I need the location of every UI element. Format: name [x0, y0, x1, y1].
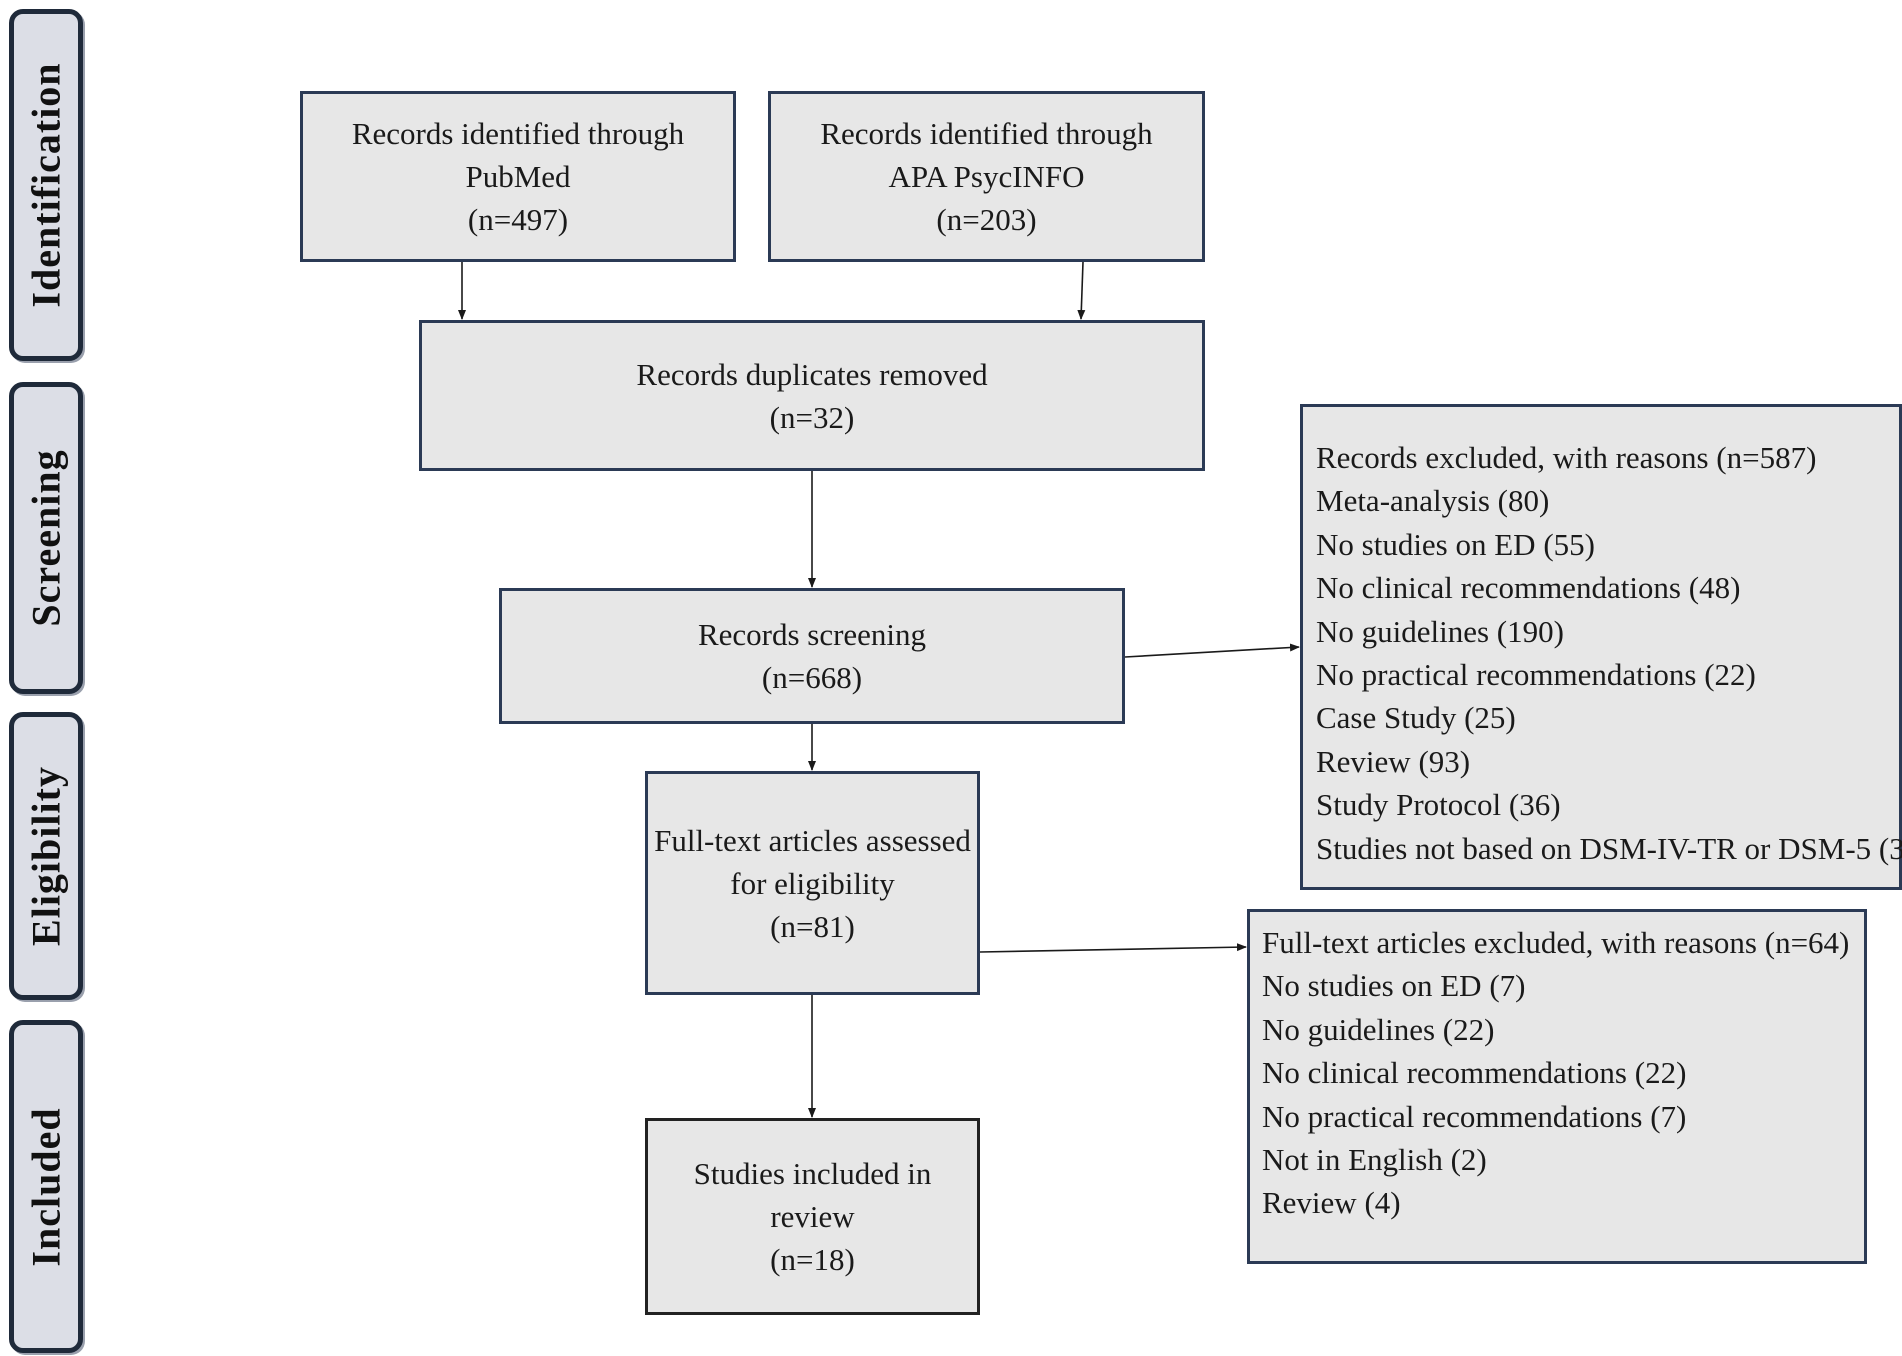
records-excluded-item: No studies on ED (55) — [1316, 526, 1595, 562]
duplicates-removed-label: Records duplicates removed — [636, 356, 988, 392]
fulltext-excluded-item: No practical recommendations (7) — [1262, 1098, 1687, 1134]
fulltext-excluded-item: No studies on ED (7) — [1262, 968, 1526, 1004]
psycinfo-records-box: Records identified through APA PsycINFO … — [768, 91, 1205, 262]
phase-identification-label: Identification — [23, 62, 69, 308]
pubmed-records-box: Records identified through PubMed (n=497… — [300, 91, 736, 262]
records-excluded-item: Study Protocol (36) — [1316, 787, 1561, 823]
fulltext-assessed-count: (n=81) — [770, 908, 855, 944]
psycinfo-records-count: (n=203) — [936, 202, 1037, 237]
phase-included: Included — [9, 1020, 83, 1353]
arrow-fulltext-to-fulltext-excluded — [979, 943, 1247, 953]
phase-eligibility-label: Eligibility — [23, 766, 69, 946]
studies-included-box: Studies included in review (n=18) — [645, 1118, 980, 1315]
phase-included-label: Included — [23, 1106, 69, 1267]
fulltext-excluded-item: No clinical recommendations (22) — [1262, 1055, 1687, 1091]
records-excluded-item: Case Study (25) — [1316, 700, 1516, 736]
psycinfo-records-label: Records identified through — [820, 116, 1153, 151]
records-excluded-box: Records excluded, with reasons (n=587) M… — [1300, 404, 1902, 890]
records-screening-count: (n=668) — [761, 660, 863, 695]
studies-included-label: Studies included in review — [693, 1156, 932, 1234]
fulltext-excluded-item: Review (4) — [1262, 1185, 1401, 1221]
duplicates-removed-count: (n=32) — [769, 399, 855, 435]
fulltext-assessed-label-cont: for eligibility — [730, 865, 895, 901]
records-excluded-item: Records excluded, with reasons (n=587) — [1316, 440, 1817, 475]
arrow-psycinfo-to-duplicates — [1077, 261, 1086, 320]
records-screening-label: Records screening — [697, 617, 927, 652]
arrow-screening-to-records-excluded — [1124, 643, 1300, 658]
studies-included-count: (n=18) — [770, 1242, 855, 1277]
phase-screening-label: Screening — [23, 449, 69, 627]
fulltext-excluded-box: Full-text articles excluded, with reason… — [1247, 909, 1867, 1264]
fulltext-excluded-item: No guidelines (22) — [1262, 1011, 1495, 1047]
fulltext-assessed-box: Full-text articles assessed for eligibil… — [645, 771, 980, 995]
records-excluded-item: No clinical recommendations (48) — [1316, 570, 1741, 606]
phase-eligibility: Eligibility — [9, 712, 83, 1000]
records-excluded-item: Studies not based on DSM-IV-TR or DSM-5 … — [1316, 830, 1902, 866]
pubmed-records-count: (n=497) — [467, 202, 569, 237]
phase-identification: Identification — [9, 9, 83, 361]
fulltext-excluded-item: Not in English (2) — [1262, 1142, 1487, 1178]
pubmed-records-label: Records identified through PubMed — [351, 116, 685, 194]
fulltext-assessed-label: Full-text articles assessed — [654, 822, 971, 858]
psycinfo-records-source: APA PsycINFO — [888, 159, 1085, 194]
fulltext-excluded-item: Full-text articles excluded, with reason… — [1262, 925, 1850, 960]
phase-screening: Screening — [9, 382, 83, 694]
records-excluded-item: Meta-analysis (80) — [1316, 483, 1550, 519]
records-excluded-item: Review (93) — [1316, 743, 1471, 779]
records-excluded-item: No practical recommendations (22) — [1316, 657, 1756, 693]
records-screening-box: Records screening (n=668) — [499, 588, 1125, 724]
records-excluded-item: No guidelines (190) — [1316, 613, 1564, 649]
duplicates-removed-box: Records duplicates removed (n=32) — [419, 320, 1205, 471]
